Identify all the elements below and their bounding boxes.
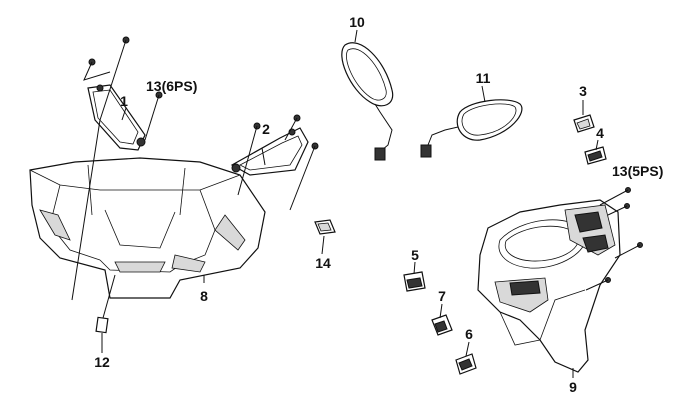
callout-5: 5 — [411, 247, 419, 263]
callout-14: 14 — [315, 255, 331, 271]
callout-10: 10 — [349, 14, 365, 30]
bolt-12 — [95, 274, 116, 334]
switch-6 — [455, 353, 477, 375]
callout-4: 4 — [596, 125, 604, 141]
clip-14 — [314, 219, 336, 235]
callout-8: 8 — [200, 288, 208, 304]
callout-11: 11 — [476, 70, 491, 86]
callout-3: 3 — [579, 83, 587, 99]
callout-1: 1 — [120, 93, 128, 109]
callout-9: 9 — [569, 379, 577, 395]
front-handlebar-cover — [29, 157, 266, 299]
callout-13-5ps: 13(5PS) — [612, 163, 663, 179]
callout-6: 6 — [465, 326, 473, 342]
switch-5 — [403, 271, 426, 292]
switch-7 — [431, 314, 453, 336]
callout-13-6ps: 13(6PS) — [146, 78, 197, 94]
callout-7: 7 — [438, 288, 446, 304]
callout-2: 2 — [262, 121, 270, 137]
screws-right — [237, 114, 319, 211]
callout-12: 12 — [94, 354, 110, 370]
screws-left — [71, 36, 163, 301]
left-mirror — [341, 42, 394, 161]
switch-3 — [573, 114, 595, 133]
leader-lines — [101, 29, 599, 378]
screws-rear — [585, 187, 643, 291]
rear-handlebar-cover — [477, 199, 621, 373]
right-lens — [230, 127, 309, 176]
right-mirror — [420, 99, 523, 158]
switch-4 — [584, 146, 607, 165]
